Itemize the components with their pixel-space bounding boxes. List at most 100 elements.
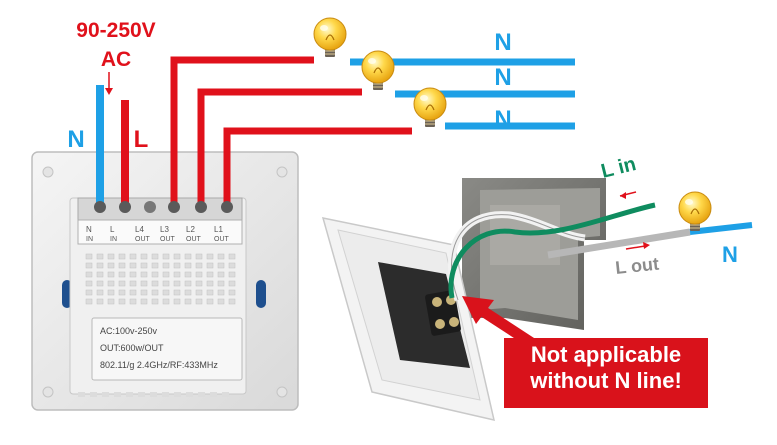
- vent-slot: [173, 289, 181, 296]
- vent-slot: [129, 271, 137, 278]
- vent-slot: [222, 392, 229, 397]
- terminal-label-bottom: IN: [86, 236, 93, 243]
- vent-slot: [173, 271, 181, 278]
- bulb-icon: [678, 191, 712, 232]
- vent-slot: [96, 289, 104, 296]
- vent-slot: [186, 392, 193, 397]
- vent-slot: [206, 280, 214, 287]
- vent-slot: [195, 253, 203, 260]
- terminal-label-top: N: [86, 225, 92, 234]
- vent-slot: [107, 280, 115, 287]
- terminal-label-bottom: IN: [110, 236, 117, 243]
- vent-slot: [217, 280, 225, 287]
- vent-slot: [173, 262, 181, 269]
- supply-voltage: 90-250V: [76, 19, 155, 42]
- vent-slot: [184, 262, 192, 269]
- vent-slot: [228, 271, 236, 278]
- bulb-icon: [361, 50, 395, 91]
- switch-neutral-label: N: [67, 126, 84, 153]
- vent-slot: [184, 253, 192, 260]
- vent-slot: [206, 253, 214, 260]
- vent-slot: [118, 262, 126, 269]
- spec-line-3: 802.11/g 2.4GHz/RF:433MHz: [100, 360, 218, 370]
- vent-slot: [162, 280, 170, 287]
- spec-label: AC:100v-250v OUT:600w/OUT 802.11/g 2.4GH…: [91, 317, 243, 381]
- vent-slot: [162, 298, 170, 305]
- warning-line-1: Not applicable: [530, 342, 682, 367]
- vent-slot: [85, 253, 93, 260]
- vent-slot: [228, 280, 236, 287]
- warning-callout: Not applicable without N line!: [504, 342, 708, 394]
- vent-slot: [140, 253, 148, 260]
- vent-slot: [129, 289, 137, 296]
- arrow-down-icon: [105, 72, 113, 95]
- vent-slot: [228, 253, 236, 260]
- terminal-label-top: L: [110, 225, 115, 234]
- terminal-label-top: L1: [214, 225, 223, 234]
- vent-slot: [85, 298, 93, 305]
- vent-slot: [151, 262, 159, 269]
- vent-slot: [85, 271, 93, 278]
- photo-neutral-label: N: [722, 242, 738, 267]
- terminal-block: [77, 197, 243, 245]
- vent-slot: [206, 298, 214, 305]
- vent-slot: [228, 262, 236, 269]
- output-wire-l1: [223, 127, 412, 205]
- vent-slot: [140, 262, 148, 269]
- arrow-right-icon: [625, 242, 650, 250]
- vent-slot: [184, 298, 192, 305]
- vent-slot: [107, 298, 115, 305]
- arrow-left-icon: [619, 191, 637, 199]
- vent-slot: [184, 289, 192, 296]
- neutral-label-2: N: [494, 64, 511, 91]
- vent-slot: [206, 289, 214, 296]
- vent-slot: [162, 271, 170, 278]
- vent-slot: [96, 262, 104, 269]
- neutral-label-3: N: [494, 106, 511, 133]
- vent-slot: [107, 253, 115, 260]
- terminal-label-bottom: OUT: [135, 236, 151, 243]
- vent-slot: [217, 253, 225, 260]
- vent-slot: [107, 262, 115, 269]
- vent-slot: [228, 289, 236, 296]
- vent-slot: [96, 271, 104, 278]
- vent-slot: [195, 280, 203, 287]
- terminal-label-top: L3: [160, 225, 169, 234]
- vent-slot: [151, 298, 159, 305]
- terminal-label-top: L2: [186, 225, 195, 234]
- vent-slot: [140, 280, 148, 287]
- vent-slot: [206, 271, 214, 278]
- output-wire-l2: [197, 88, 362, 205]
- vent-slot: [162, 253, 170, 260]
- vent-slot: [162, 392, 169, 397]
- vent-slot: [195, 271, 203, 278]
- vent-slot: [217, 298, 225, 305]
- vent-slot: [118, 280, 126, 287]
- neutral-label-1: N: [494, 29, 511, 56]
- vent-slot: [195, 289, 203, 296]
- vent-slot: [184, 271, 192, 278]
- vent-slot: [107, 289, 115, 296]
- vent-slot: [129, 280, 137, 287]
- terminal-label-bottom: OUT: [160, 236, 176, 243]
- vent-slot: [126, 392, 133, 397]
- vent-slot: [173, 253, 181, 260]
- vent-slot: [151, 289, 159, 296]
- photo-grey-wire: [547, 228, 691, 259]
- vent-slot: [129, 253, 137, 260]
- vent-slot: [140, 289, 148, 296]
- vent-slot: [151, 280, 159, 287]
- vent-slot: [96, 280, 104, 287]
- vent-grid: [78, 253, 236, 397]
- vent-slot: [184, 280, 192, 287]
- vent-slot: [162, 289, 170, 296]
- output-wire-l3: [170, 56, 314, 205]
- switch-plate-photo: [321, 217, 495, 421]
- vent-slot: [138, 392, 145, 397]
- vent-slot: [151, 271, 159, 278]
- vent-slot: [140, 271, 148, 278]
- vent-slot: [118, 298, 126, 305]
- terminal-label-top: L4: [135, 225, 144, 234]
